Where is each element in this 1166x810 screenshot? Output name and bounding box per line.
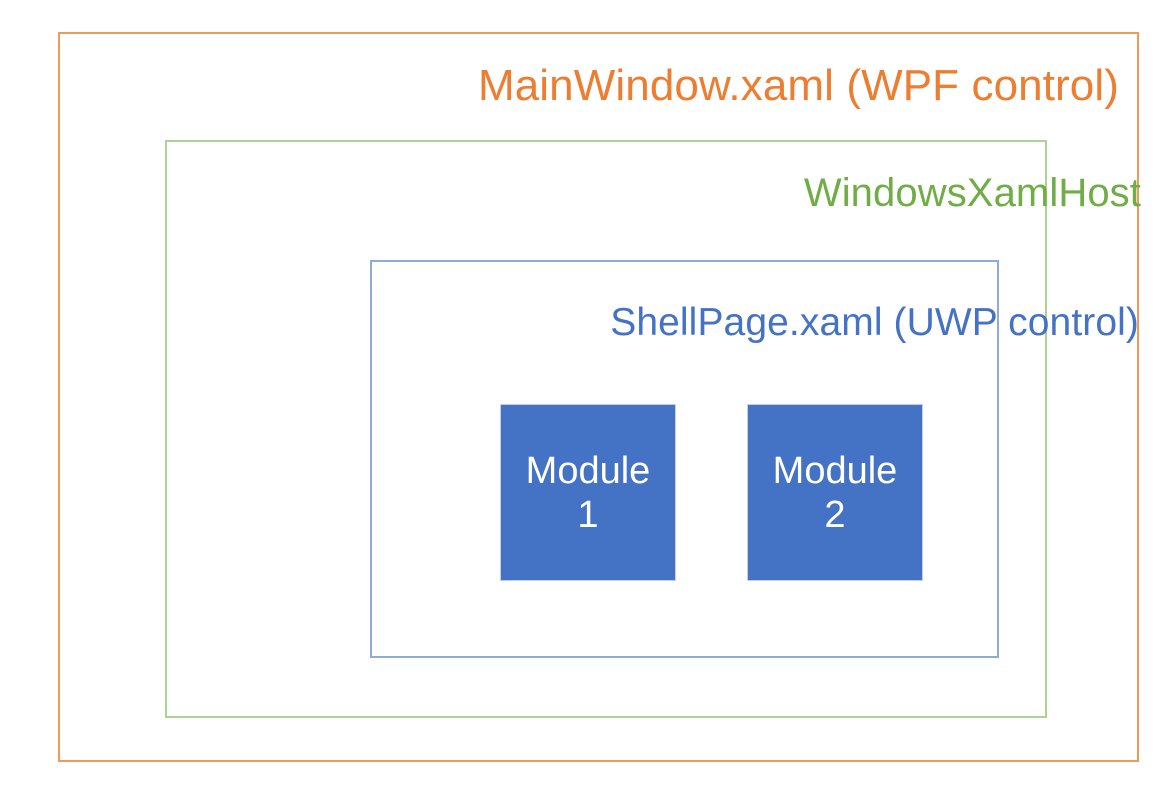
module-tile-2: Module 2 <box>747 404 923 581</box>
layer-label-xaml-host: WindowsXamlHost <box>803 171 1141 215</box>
module-tile-2-name: Module <box>772 449 898 492</box>
layer-box-xaml-host <box>165 140 1047 718</box>
module-tile-2-index: 2 <box>824 493 846 536</box>
module-tile-1: Module 1 <box>500 404 676 581</box>
layer-label-wpf-host: MainWindow.xaml (WPF control) <box>477 61 1119 110</box>
module-tile-1-name: Module <box>525 449 651 492</box>
layer-label-uwp-shell: ShellPage.xaml (UWP control) <box>610 301 1139 344</box>
layer-box-wpf-host <box>58 32 1139 762</box>
module-tile-1-index: 1 <box>577 493 599 536</box>
layer-box-uwp-shell <box>370 260 999 658</box>
